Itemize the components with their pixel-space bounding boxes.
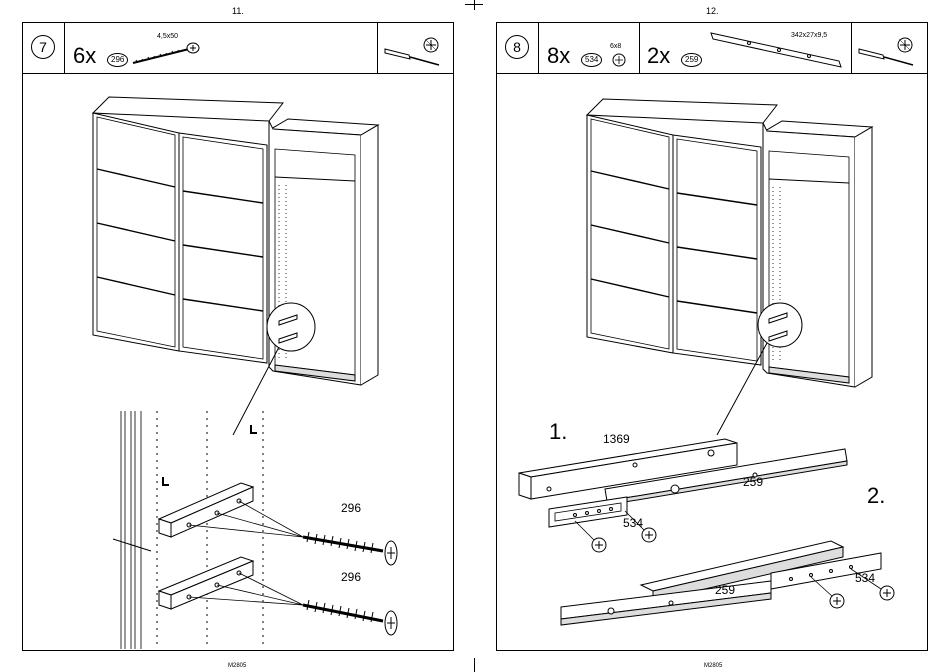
- part-size: 4,5x50: [157, 33, 178, 40]
- bracket-detail-view: [113, 411, 443, 651]
- part-code: 296: [107, 53, 128, 67]
- part-quantity-2: 2x: [647, 45, 670, 67]
- cam-fitting-icon: [611, 53, 627, 67]
- callout-screw-lower: 296: [341, 570, 361, 584]
- tool-divider: [851, 23, 852, 73]
- step-7-header: 7 6x 296 4,5x50: [23, 23, 453, 74]
- footer-code-right: M2805: [704, 663, 722, 669]
- wardrobe-illustration: [577, 91, 887, 391]
- wardrobe-illustration: [83, 89, 393, 389]
- step-8-panel: 8 8x 534 6x8 2x 259 342x27x9,5: [496, 22, 928, 651]
- screw-icon: [131, 41, 201, 67]
- callout-screw-upper: 296: [341, 501, 361, 515]
- part-quantity: 6x: [73, 45, 96, 67]
- rail-icon: [709, 27, 849, 67]
- tool-divider: [377, 23, 378, 73]
- part-size: 6x8: [610, 43, 621, 50]
- footer-code-left: M2805: [228, 663, 246, 669]
- callout-259-lower: 259: [715, 583, 735, 597]
- phillips-bit-icon: [895, 35, 917, 57]
- callout-534-right: 534: [855, 571, 875, 585]
- page-number-right: 12.: [706, 6, 719, 16]
- header-divider: [538, 23, 539, 73]
- callout-259-upper: 259: [743, 475, 763, 489]
- substep-2-label: 2.: [867, 483, 885, 509]
- page-number-left: 11.: [232, 6, 244, 16]
- step-number: 7: [31, 35, 55, 59]
- part-code: 534: [581, 53, 602, 67]
- part-code-2: 259: [681, 53, 702, 67]
- crop-mark-top: [474, 0, 475, 10]
- header-divider-2: [639, 23, 640, 73]
- crop-mark-top-h: [465, 4, 483, 5]
- callout-1369: 1369: [603, 432, 630, 446]
- step-7-panel: 7 6x 296 4,5x50: [22, 22, 454, 651]
- step-8-header: 8 8x 534 6x8 2x 259 342x27x9,5: [497, 23, 927, 74]
- header-divider: [64, 23, 65, 73]
- part-quantity: 8x: [547, 45, 570, 67]
- step-number: 8: [505, 35, 529, 59]
- crop-mark-bottom: [474, 658, 475, 672]
- phillips-bit-icon: [421, 35, 443, 57]
